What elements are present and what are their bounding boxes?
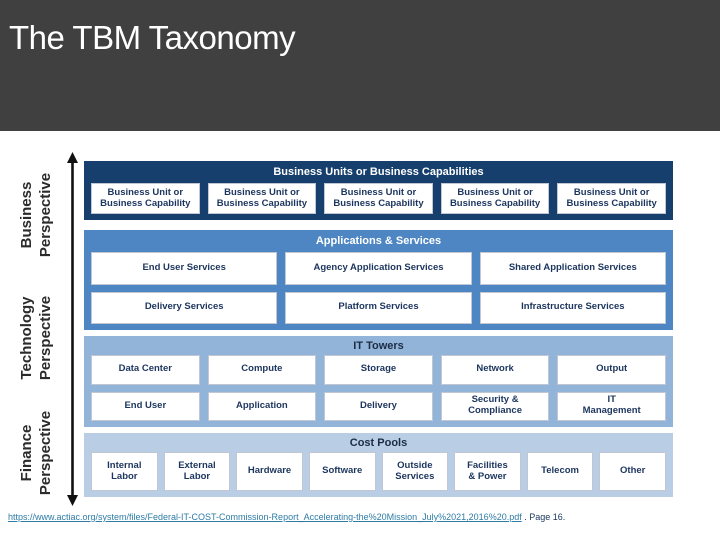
taxonomy-box: Infrastructure Services: [479, 291, 666, 324]
taxonomy-box: Compute: [207, 355, 317, 385]
taxonomy-box: Hardware: [236, 452, 303, 491]
section-header: Cost Pools: [349, 436, 408, 449]
taxonomy-box: End User: [91, 391, 200, 421]
taxonomy-box: Delivery Services: [91, 291, 278, 324]
taxonomy-box: Delivery: [324, 391, 433, 421]
taxonomy-box: Business Unit or Business Capability: [207, 183, 317, 214]
taxonomy-box: Agency Application Services: [285, 252, 472, 285]
taxonomy-box: Business Unit or Business Capability: [557, 183, 666, 214]
taxonomy-box: Business Unit or Business Capability: [440, 183, 550, 214]
citation-page: . Page 16.: [521, 512, 566, 522]
taxonomy-box: Software: [308, 452, 376, 491]
taxonomy-box: Facilities & Power: [454, 452, 521, 491]
section-applications-services: Applications & Services End User Service…: [84, 230, 673, 330]
citation: https://www.actiac.org/system/files/Fede…: [8, 512, 713, 524]
slide-title: The TBM Taxonomy: [9, 19, 296, 56]
taxonomy-box: IT Management: [557, 391, 666, 421]
taxonomy-box: Telecom: [526, 452, 594, 491]
section-header: Applications & Services: [315, 235, 442, 247]
taxonomy-box: Storage: [324, 355, 433, 385]
perspective-label-line: Technology: [18, 296, 35, 380]
taxonomy-box: Business Unit or Business Capability: [324, 183, 433, 214]
taxonomy-box: Data Center: [91, 355, 200, 385]
perspective-label-line: Business: [18, 181, 35, 249]
taxonomy-box: Application: [207, 391, 317, 421]
perspective-label-line: Perspective: [36, 295, 54, 381]
perspective-label-line: Finance: [18, 424, 35, 482]
taxonomy-box: Output: [557, 355, 666, 385]
taxonomy-box: Other: [599, 452, 666, 491]
perspective-label-line: Perspective: [36, 410, 54, 496]
taxonomy-box: Platform Services: [285, 291, 472, 324]
section-header: IT Towers: [353, 339, 404, 352]
perspective-axis-arrow: [67, 152, 78, 506]
taxonomy-box: End User Services: [91, 252, 278, 285]
slide-title-band: The TBM Taxonomy: [0, 0, 720, 131]
taxonomy-box: External Labor: [163, 452, 231, 491]
taxonomy-box: Outside Services: [381, 452, 449, 491]
taxonomy-box: Shared Application Services: [479, 252, 666, 285]
section-business-units: Business Units or Business Capabilities …: [84, 161, 673, 220]
perspective-label-finance: Finance Perspective: [18, 373, 58, 533]
taxonomy-box: Security & Compliance: [440, 391, 550, 421]
perspective-label-line: Perspective: [36, 172, 54, 258]
taxonomy-box: Internal Labor: [91, 452, 158, 491]
citation-link[interactable]: https://www.actiac.org/system/files/Fede…: [8, 512, 522, 522]
taxonomy-box: Business Unit or Business Capability: [91, 183, 200, 214]
section-header: Business Units or Business Capabilities: [273, 166, 484, 178]
taxonomy-box: Network: [440, 355, 550, 385]
